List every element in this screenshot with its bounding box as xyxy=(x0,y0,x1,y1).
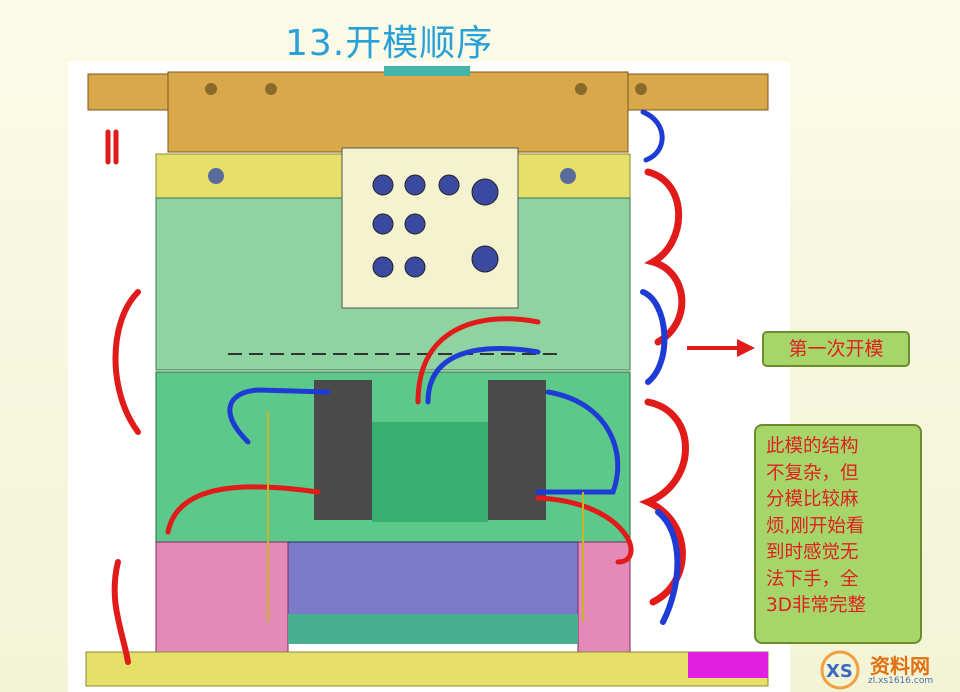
slide-left xyxy=(314,380,372,520)
first-mold-open-label: 第一次开模 xyxy=(762,331,910,367)
watermark-brand: 资料网 xyxy=(870,654,930,678)
logo-letters: XS xyxy=(826,661,853,682)
bottom-clamp-plate xyxy=(85,651,769,687)
watermark-logo: XS xyxy=(820,650,860,690)
bolt-hole xyxy=(575,83,587,95)
structure-note: 此模的结构 不复杂，但 分模比较麻 烦,刚开始看 到时感觉无 法下手，全 3D非… xyxy=(754,424,922,644)
ejector-plate xyxy=(288,614,578,644)
right-arrow-icon xyxy=(687,339,755,357)
bolt-hole xyxy=(205,83,217,95)
cooling-hoses xyxy=(105,109,689,665)
page-title: 13.开模顺序 xyxy=(285,23,494,64)
bottom-marker xyxy=(688,652,768,678)
center-insert xyxy=(372,422,488,522)
guide-bushing xyxy=(560,168,576,184)
watermark-url: zl.xs1616.com xyxy=(868,676,934,686)
top-plate-body xyxy=(167,71,629,153)
guide-bushing xyxy=(208,168,224,184)
bolt-hole xyxy=(265,83,277,95)
locating-ring xyxy=(384,66,470,76)
bolt-hole xyxy=(635,83,647,95)
ejector-block-left xyxy=(155,541,289,663)
manifold-plate xyxy=(341,147,519,309)
valve-cluster xyxy=(372,174,499,278)
mold-assembly-drawing xyxy=(68,62,790,692)
